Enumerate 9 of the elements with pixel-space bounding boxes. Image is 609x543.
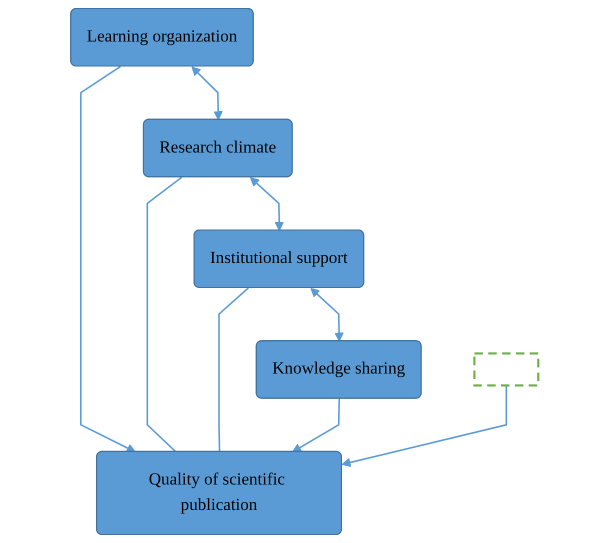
node-box <box>473 352 540 386</box>
arrow <box>342 385 508 468</box>
connector <box>146 176 182 453</box>
arrow <box>80 66 136 452</box>
arrow <box>250 177 284 231</box>
arrow <box>292 398 340 452</box>
connector <box>218 287 249 452</box>
arrow <box>191 66 223 120</box>
arrow <box>310 288 344 342</box>
